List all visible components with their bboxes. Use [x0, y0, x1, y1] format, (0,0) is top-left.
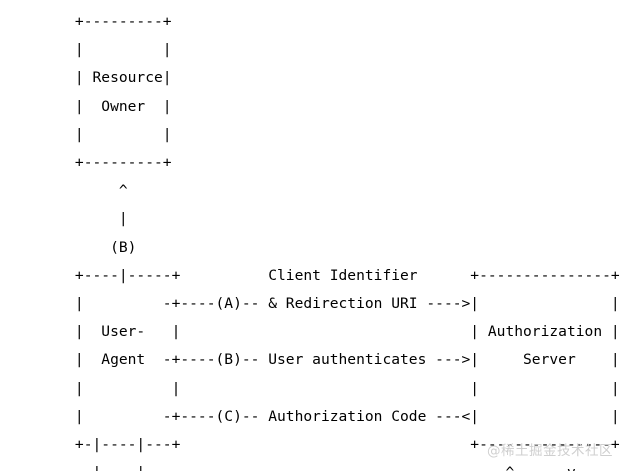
oauth-authorization-code-flow-ascii-diagram: +---------+ | | | Resource| | Owner | | … — [74, 13, 620, 471]
watermark: @稀土掘金技术社区 — [487, 443, 613, 459]
